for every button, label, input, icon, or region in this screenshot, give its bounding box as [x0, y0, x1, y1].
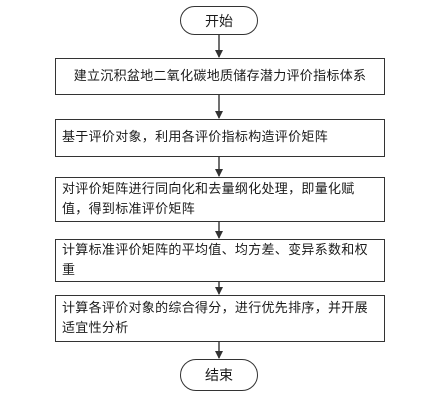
step-1-text: 建立沉积盆地二氧化碳地质储存潜力评价指标体系	[73, 68, 367, 84]
step-5-text: 计算各评价对象的综合得分，进行优先排序，并开展适宜性分析	[62, 300, 368, 336]
step-4-text: 计算标准评价矩阵的平均值、均方差、变异系数和权重	[62, 242, 368, 278]
step-5-box: 计算各评价对象的综合得分，进行优先排序，并开展适宜性分析	[55, 295, 385, 342]
step-2-text: 基于评价对象，利用各评价指标构造评价矩阵	[62, 130, 329, 145]
start-terminal: 开始	[180, 6, 258, 35]
step-3-box: 对评价矩阵进行同向化和去量纲化处理，即量化赋值，得到标准评价矩阵	[55, 177, 385, 222]
step-3-text: 对评价矩阵进行同向化和去量纲化处理，即量化赋值，得到标准评价矩阵	[62, 181, 355, 217]
start-label: 开始	[205, 13, 233, 30]
step-1-box: 建立沉积盆地二氧化碳地质储存潜力评价指标体系	[55, 58, 385, 95]
step-4-box: 计算标准评价矩阵的平均值、均方差、变异系数和权重	[55, 239, 385, 282]
end-terminal: 结束	[180, 359, 258, 391]
end-label: 结束	[205, 368, 233, 384]
step-2-box: 基于评价对象，利用各评价指标构造评价矩阵	[55, 119, 385, 157]
